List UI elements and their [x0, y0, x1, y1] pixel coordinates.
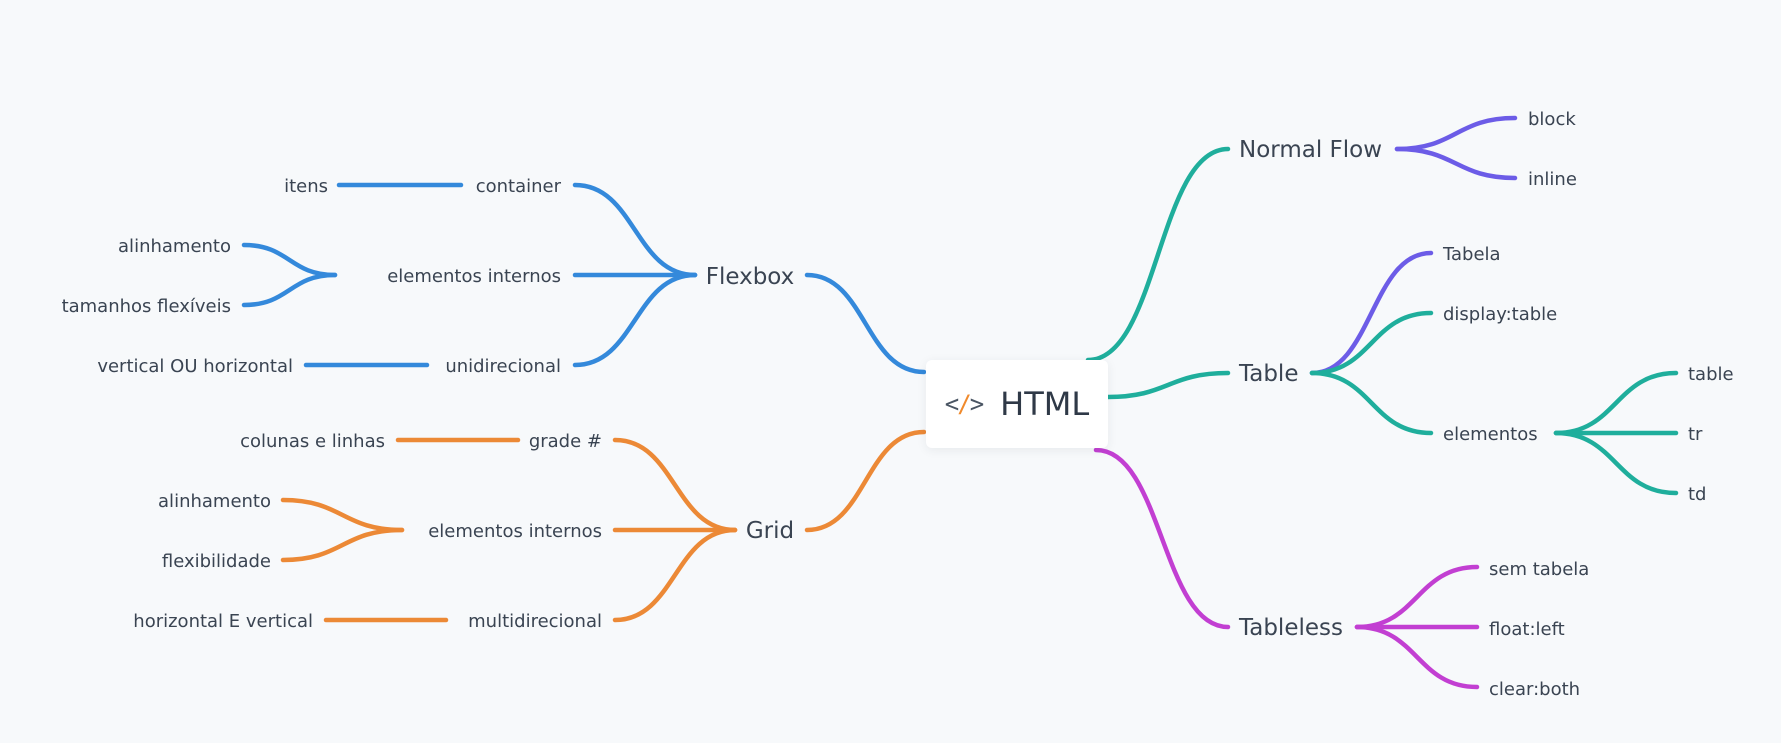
edge-root-normal-flow	[1085, 146, 1231, 363]
edge-table-display	[1309, 310, 1434, 376]
node-normal-flow-inline[interactable]: inline	[1528, 169, 1577, 190]
edge-table-tabela	[1309, 250, 1434, 376]
node-grid-grade[interactable]: grade #	[529, 431, 602, 452]
edge-normal-flow-inline	[1394, 146, 1518, 181]
node-grid-multidirecional[interactable]: multidirecional	[468, 611, 602, 632]
root-label: HTML	[1000, 385, 1090, 423]
edge-root-table	[1105, 370, 1231, 400]
node-grid-elementos-internos[interactable]: elementos internos	[428, 521, 602, 542]
edge-tableless-clear	[1354, 624, 1480, 690]
node-tableless-float-left[interactable]: float:left	[1489, 619, 1565, 640]
node-grid-alinhamento[interactable]: alinhamento	[158, 491, 271, 512]
node-grid-horizontal-e-vertical[interactable]: horizontal E vertical	[133, 611, 313, 632]
edge-elementos-td	[1553, 430, 1679, 496]
node-grid-flexibilidade[interactable]: flexibilidade	[162, 551, 271, 572]
edges-layer	[241, 115, 1679, 690]
edge-tableless-sem-tabela	[1354, 564, 1480, 630]
node-flexbox-alinhamento[interactable]: alinhamento	[118, 236, 231, 257]
node-tableless-sem-tabela[interactable]: sem tabela	[1489, 559, 1589, 580]
edge-grid-multidirecional	[612, 527, 738, 623]
node-tableless[interactable]: Tableless	[1238, 615, 1343, 641]
node-table[interactable]: Table	[1238, 361, 1298, 387]
edge-elementos-alinhamento	[241, 242, 338, 278]
node-normal-flow-block[interactable]: block	[1528, 109, 1576, 130]
node-table-display-table[interactable]: display:table	[1443, 304, 1557, 325]
edge-root-tableless	[1093, 447, 1231, 630]
node-table-elementos[interactable]: elementos	[1443, 424, 1538, 445]
node-grid[interactable]: Grid	[746, 518, 794, 544]
edge-root-flexbox	[804, 272, 927, 375]
node-table-elementos-td[interactable]: td	[1688, 484, 1706, 505]
node-flexbox-itens[interactable]: itens	[284, 176, 328, 197]
edge-flexbox-container	[572, 182, 698, 278]
root-node[interactable]: </> HTML	[926, 360, 1108, 448]
node-grid-colunas-e-linhas[interactable]: colunas e linhas	[240, 431, 385, 452]
node-table-elementos-table[interactable]: table	[1688, 364, 1734, 385]
edge-grid-grade	[612, 437, 738, 533]
node-flexbox-elementos-internos[interactable]: elementos internos	[387, 266, 561, 287]
node-flexbox-tamanhos-flexiveis[interactable]: tamanhos flexíveis	[62, 296, 231, 317]
node-flexbox[interactable]: Flexbox	[706, 264, 795, 290]
edge-flexbox-unidirecional	[572, 272, 698, 368]
node-table-tabela[interactable]: Tabela	[1442, 244, 1501, 265]
edge-root-grid	[804, 429, 927, 533]
edge-table-elementos	[1309, 370, 1434, 436]
node-normal-flow[interactable]: Normal Flow	[1239, 137, 1382, 163]
edge-grid-elementos-flexibilidade	[280, 527, 405, 563]
code-icon: </>	[944, 390, 984, 418]
edge-normal-flow-block	[1394, 115, 1518, 152]
node-flexbox-vertical-ou-horizontal[interactable]: vertical OU horizontal	[97, 356, 293, 377]
edge-elementos-tamanhos	[241, 272, 338, 308]
node-table-elementos-tr[interactable]: tr	[1688, 424, 1703, 445]
node-flexbox-container[interactable]: container	[476, 176, 562, 197]
edge-elementos-table	[1553, 370, 1679, 436]
node-flexbox-unidirecional[interactable]: unidirecional	[445, 356, 561, 377]
edge-grid-elementos-alinhamento	[280, 497, 405, 533]
node-tableless-clear-both[interactable]: clear:both	[1489, 679, 1580, 700]
